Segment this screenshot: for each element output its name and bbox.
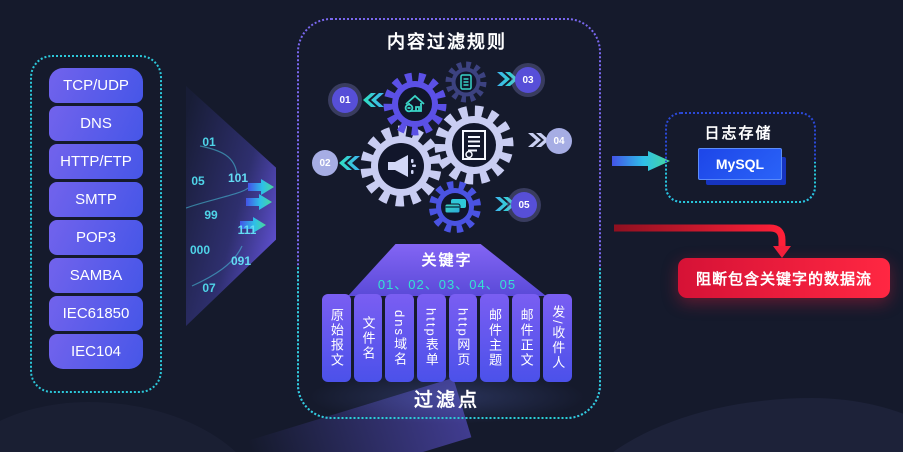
protocol-item: SAMBA [49,258,143,293]
protocol-item: IEC104 [49,334,143,369]
protocol-panel-border [30,55,162,393]
filter-column: 发/收件人 [543,294,572,382]
protocol-item: DNS [49,106,143,141]
filter-column: http网页 [448,294,478,382]
cards-icon [444,199,466,214]
badge-05: 05 [511,192,537,218]
protocol-stack: TCP/UDP DNS HTTP/FTP SMTP POP3 SAMBA IEC… [49,68,143,369]
filter-columns: 原始报文 文件名 dns域名 http表单 http网页 邮件主题 邮件正文 发… [322,294,572,382]
chevron-left-icon [339,156,360,170]
block-flow-arrow-icon [614,224,791,258]
filter-column: 邮件正文 [511,294,541,382]
rules-panel-title: 内容过滤规则 [387,32,507,52]
rules-panel-border-bottom [297,266,601,419]
chevron-left-icon [363,93,384,107]
gear-announce [360,125,442,207]
protocol-item: TCP/UDP [49,68,143,103]
home-audit-icon [404,94,425,113]
keywords-ids: 01、02、03、04、05 [377,277,517,292]
keywords-banner: 关键字 01、02、03、04、05 [348,244,546,296]
protocol-item: SMTP [49,182,143,217]
megaphone-icon [388,155,416,177]
protocol-item: POP3 [49,220,143,255]
filter-column: dns域名 [385,294,414,382]
gear-policy [434,105,514,185]
filter-point-label: 过滤点 [413,390,480,411]
mysql-box: MySQL [698,148,782,180]
badge-01: 01 [332,87,358,113]
badge-04: 04 [546,128,572,154]
block-notice: 阻断包含关键字的数据流 [678,258,890,298]
badge-03: 03 [515,67,541,93]
protocol-item: IEC61850 [49,296,143,331]
gear-asset [383,72,447,136]
protocol-item: HTTP/FTP [49,144,143,179]
log-panel-title: 日志存储 [704,125,773,142]
background-wave-right [560,398,903,452]
filter-column: http表单 [416,294,446,382]
badge-02: 02 [312,150,338,176]
filter-column: 文件名 [353,294,383,382]
filter-column: 原始报文 [322,294,351,382]
keywords-title: 关键字 [421,252,473,269]
data-stream-funnel [186,86,276,326]
log-flow-arrow-icon [612,151,670,171]
filter-column: 邮件主题 [480,294,509,382]
certificate-document-icon [462,130,486,160]
background-wave-left [0,402,270,452]
document-list-icon [460,74,472,90]
gear-report [445,61,487,103]
gear-cards [429,181,481,233]
log-panel-border-bottom [665,162,816,203]
